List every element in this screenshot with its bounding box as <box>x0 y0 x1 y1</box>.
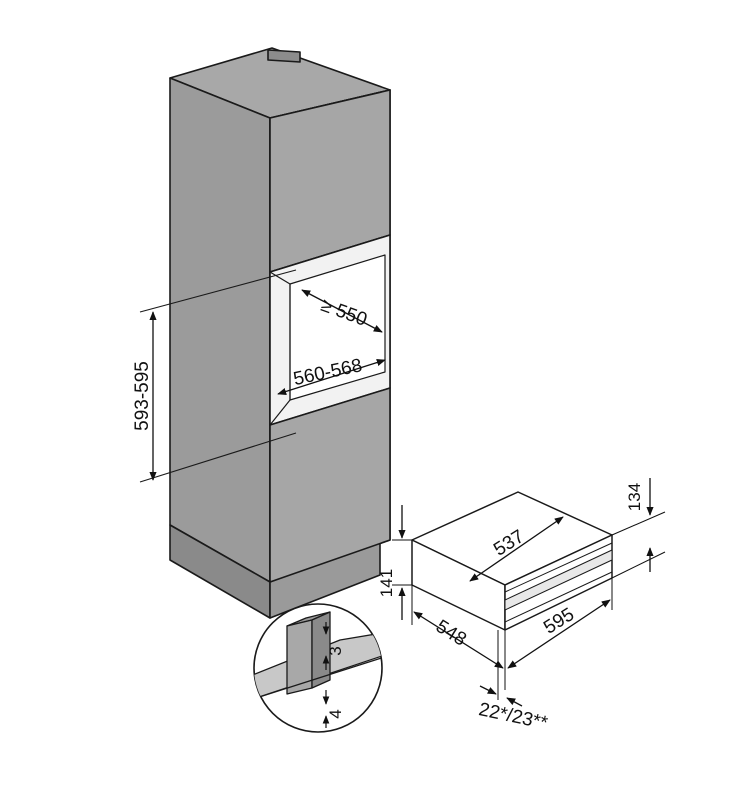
dimension-niche-height: 593-595 <box>132 311 157 481</box>
dimension-front-height: 134 <box>611 478 666 579</box>
detail-panel-front <box>286 619 313 695</box>
label-front-thickness: 22*/23** <box>477 699 550 734</box>
warming-drawer <box>411 491 613 631</box>
lower-door <box>269 387 391 583</box>
label-body-width: 548 <box>432 616 470 651</box>
label-gap-side: 4 <box>326 709 345 718</box>
dimension-drawer-height: 141 <box>377 505 412 620</box>
detail-circle: 3 4 <box>253 603 383 733</box>
height-extension-lines <box>139 269 297 483</box>
tall-cabinet <box>169 47 391 619</box>
label-niche-height: 593-595 <box>132 361 153 431</box>
cabinet-left-side <box>169 77 271 583</box>
dimension-front-thickness: 22*/23** <box>477 630 550 734</box>
label-gap-top: 3 <box>326 646 345 655</box>
label-drawer-height: 141 <box>377 569 396 597</box>
cabinet-top-back-edge <box>267 49 301 63</box>
label-front-height: 134 <box>625 483 644 511</box>
